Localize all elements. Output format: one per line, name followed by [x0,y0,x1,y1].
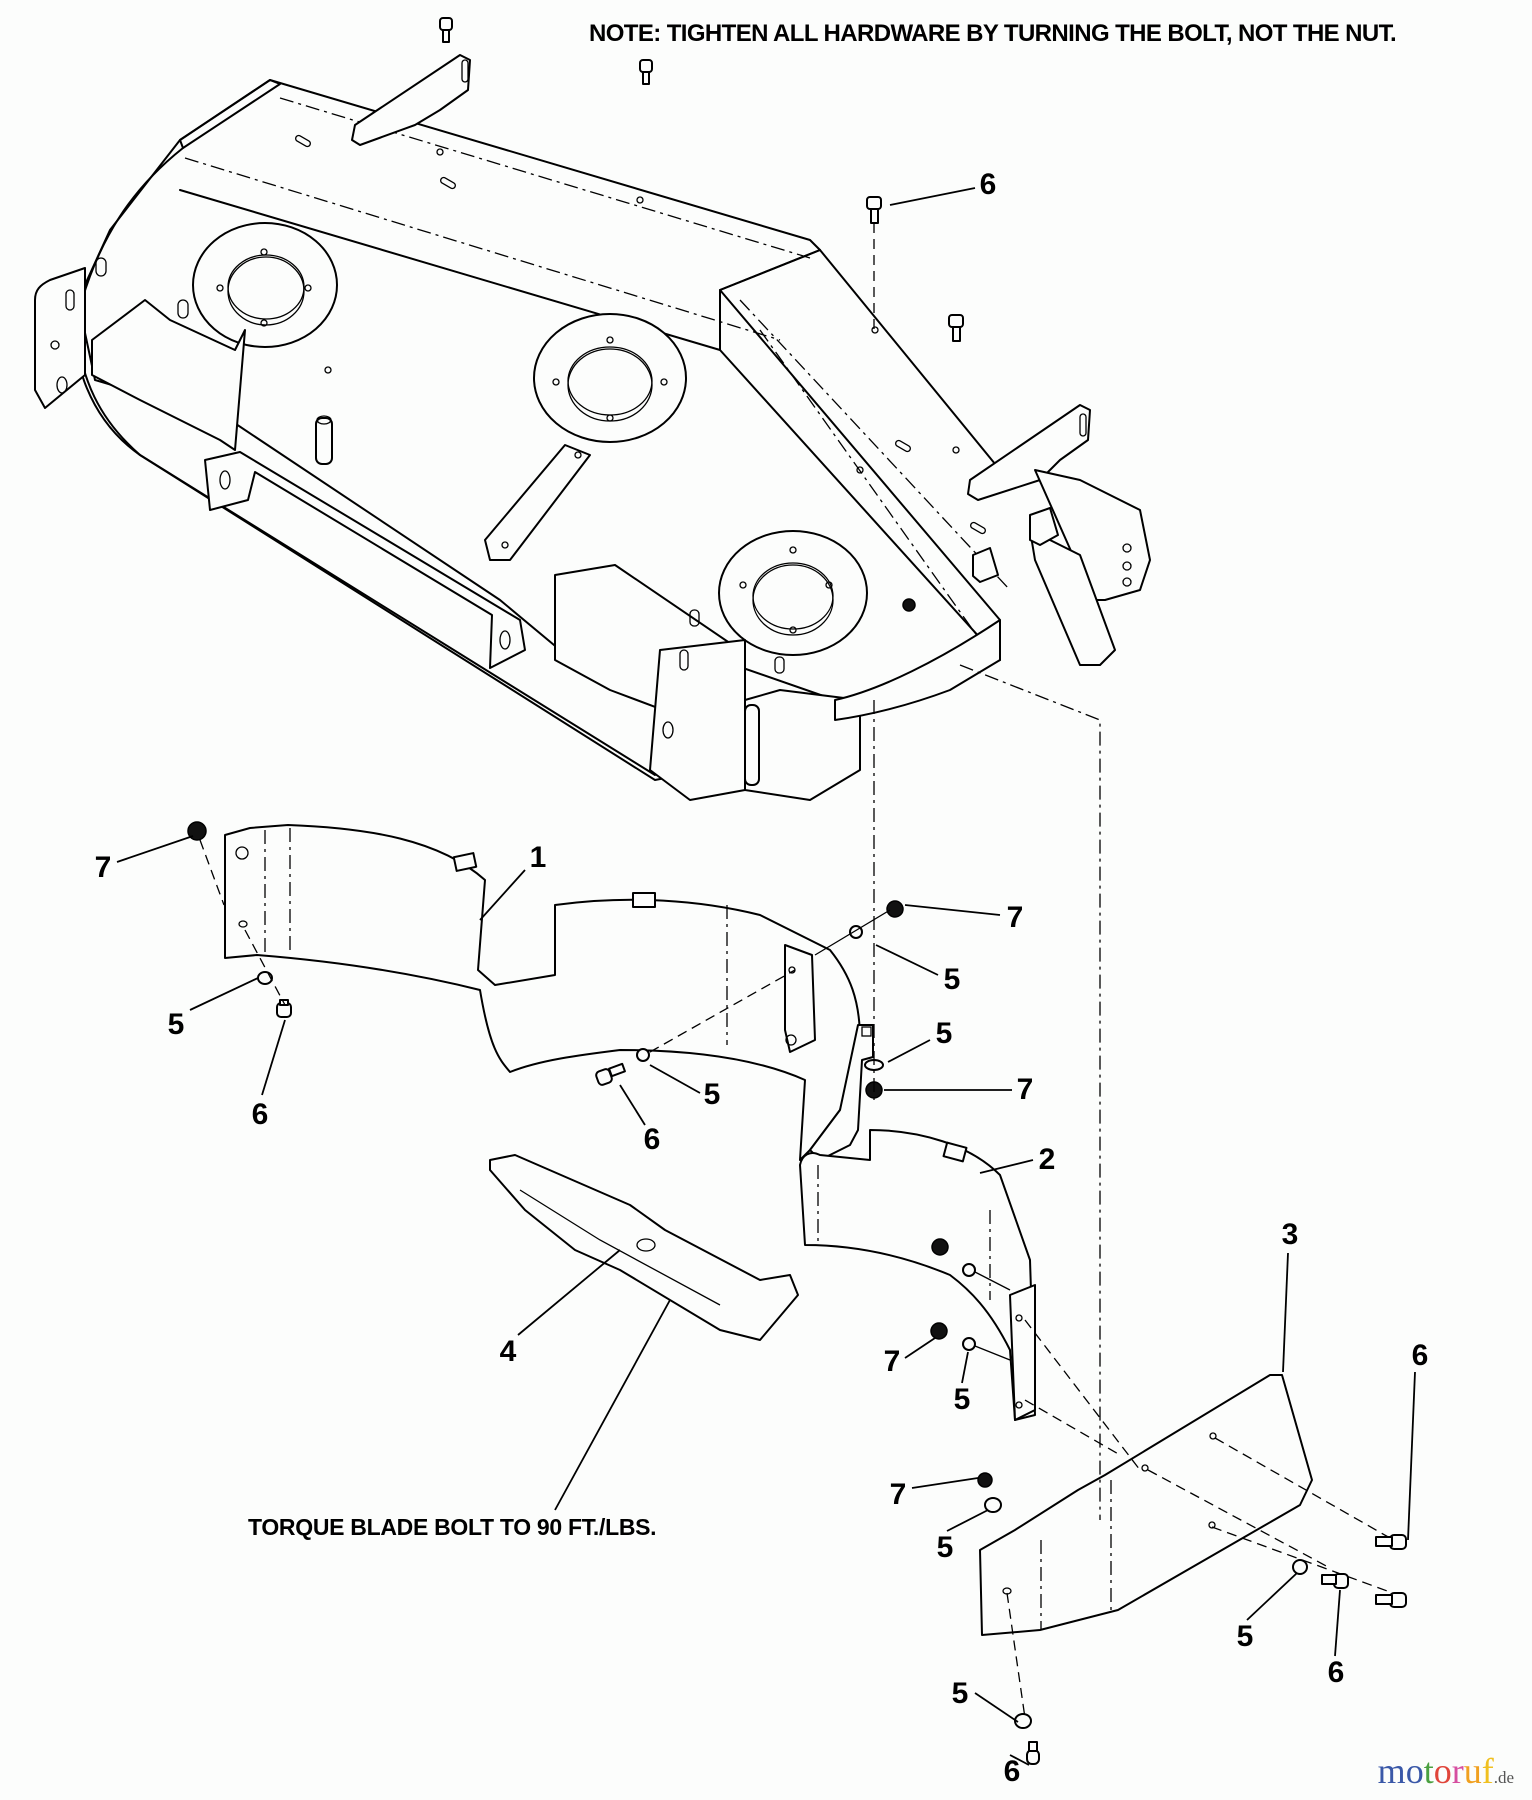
nut-icon [886,900,904,918]
front-mount-bracket-left [351,54,471,146]
callout-1: 1 [529,841,547,874]
bolt-icon [1375,1534,1407,1550]
callout-6-mid: 6 [643,1123,661,1156]
watermark-letter: r [1451,1751,1464,1791]
callout-7-r1: 7 [883,1345,901,1378]
callout-5-r1: 5 [953,1383,971,1416]
deck-side-channel [204,451,526,669]
watermark-letter: u [1463,1751,1482,1791]
bolt-icon [1321,1573,1349,1589]
watermark-letter: o [1405,1751,1424,1791]
watermark-letter: t [1423,1751,1434,1791]
baffle-left [224,824,874,1161]
bolt-icon [1375,1592,1407,1608]
watermark-tld: .de [1493,1768,1514,1787]
bolt-icon [439,17,453,43]
side-mount-plate-left [34,257,246,451]
callout-7-mid-top: 7 [1006,901,1024,934]
nut-icon [931,1238,949,1256]
bolt-icon [1026,1741,1040,1765]
mower-blade [489,1154,799,1341]
callout-5-mid-top: 5 [943,963,961,996]
callout-5-r2: 5 [936,1531,954,1564]
washer-icon [1292,1559,1308,1575]
baffle-right [799,1129,1036,1421]
callout-5-r4: 5 [951,1677,969,1710]
hardware [187,664,1407,1765]
deck-strap [484,444,591,561]
callout-6-r3: 6 [1003,1755,1021,1788]
washer-icon [962,1337,976,1351]
hardware-note: NOTE: TIGHTEN ALL HARDWARE BY TURNING TH… [589,20,1397,47]
callout-6-left: 6 [251,1098,269,1131]
leader-lines [116,187,1416,1766]
deck-holes [295,134,986,535]
callout-4: 4 [499,1335,517,1368]
bolt-icon [866,196,882,224]
washer-icon [984,1497,1002,1513]
callout-7-left: 7 [94,851,112,884]
callout-7-r2: 7 [889,1478,907,1511]
spindle-mount-left [192,222,338,348]
deck-pin [315,415,333,465]
gauge-wheel-bracket [972,469,1151,666]
rear-bracket [554,564,1001,801]
watermark-logo: motoruf.de [1378,1750,1514,1792]
nut-icon [977,1472,993,1488]
loose-bolts-top [439,17,964,342]
nut-icon [930,1322,948,1340]
washer-icon [962,1263,976,1277]
callout-5-left: 5 [167,1008,185,1041]
callout-5-mid: 5 [703,1078,721,1111]
callout-7-mid-right: 7 [1016,1073,1034,1106]
callout-6-r1: 6 [1411,1339,1429,1372]
torque-note: TORQUE BLADE BOLT TO 90 FT./LBS. [248,1514,657,1540]
spindle-mount-right [718,530,868,656]
spindle-mount-center [533,313,687,443]
callout-5-mid-right: 5 [935,1017,953,1050]
watermark-letter: f [1481,1751,1494,1791]
callout-2: 2 [1038,1143,1056,1176]
bolt-icon [948,314,964,342]
callout-3: 3 [1281,1218,1299,1251]
bolt-icon [595,1062,626,1086]
callout-6-top: 6 [979,168,997,201]
bolt-icon [639,59,653,85]
washer-icon [636,1048,650,1062]
watermark-letter: m [1377,1751,1406,1791]
callout-5-r3: 5 [1236,1620,1254,1653]
mower-deck [34,54,1151,801]
callout-6-r2: 6 [1327,1656,1345,1689]
watermark-letter: o [1433,1751,1452,1791]
front-mount-bracket-right [967,404,1091,501]
